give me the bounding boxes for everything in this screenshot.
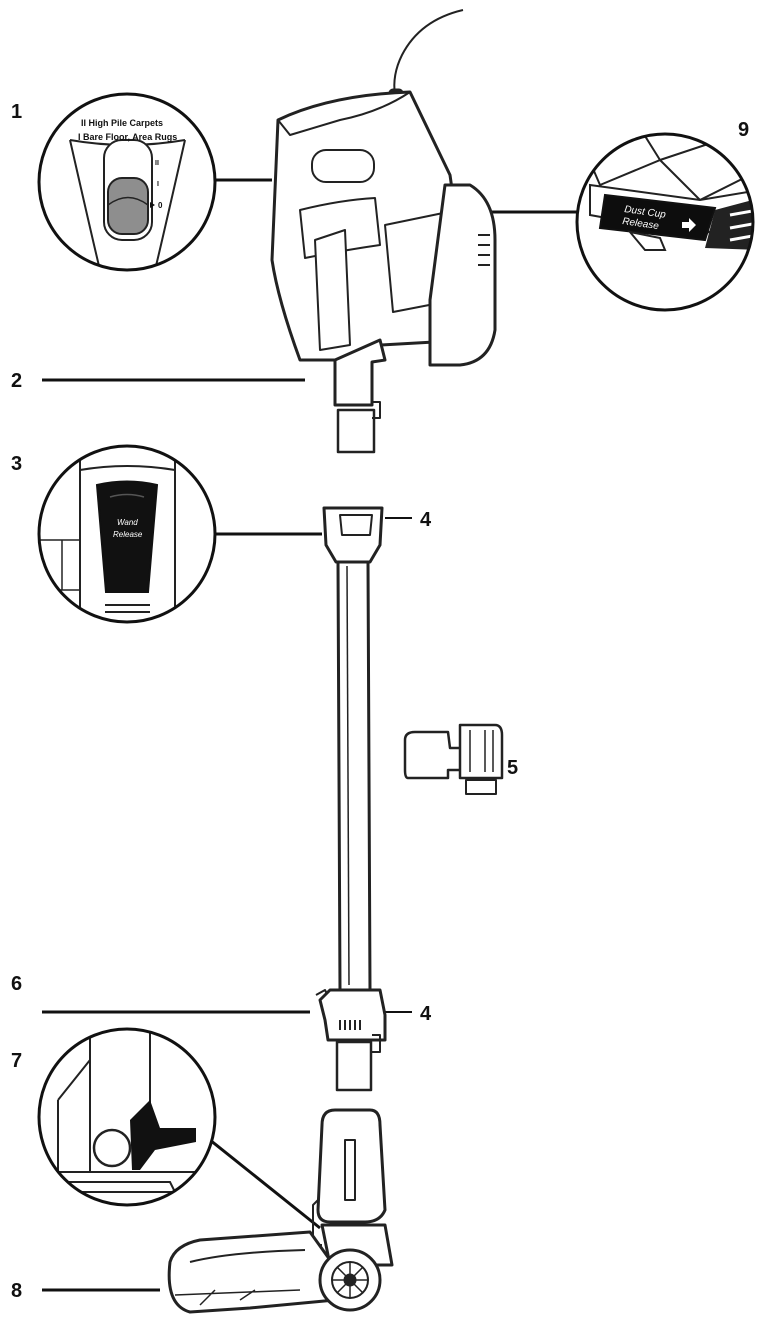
callout-4-bottom: 4 (420, 1003, 432, 1025)
callout-9: 9 (738, 119, 749, 141)
power-mark-low: I (157, 181, 159, 188)
handheld-vacuum-body (270, 9, 497, 454)
callout-3: 3 (11, 453, 22, 475)
callout-1: 1 (11, 101, 22, 123)
dust-cup-label-line2: Release (622, 216, 660, 232)
swivel-lock-lever (130, 1100, 196, 1170)
power-mark-high: II (155, 160, 159, 167)
leader-7 (209, 1138, 321, 1230)
extension-wand (315, 506, 387, 1092)
wand-release-label-line1: Wand (117, 518, 138, 527)
callout-2: 2 (11, 370, 22, 392)
callout-numbers: 1 2 3 4 5 6 4 7 8 9 (11, 101, 749, 1302)
callout-5: 5 (507, 757, 518, 779)
attachment-tool (403, 723, 504, 795)
detail-power-switch: II High Pile Carpets I Bare Floor, Area … (37, 92, 217, 272)
power-mark-off: 0 (158, 201, 163, 210)
detail-floor-nozzle-neck (37, 1027, 217, 1207)
wand-release-button (95, 480, 159, 593)
power-pointer-icon (150, 202, 155, 208)
callout-4-top: 4 (420, 509, 432, 531)
dust-cup-arrow-icon (682, 218, 696, 232)
power-switch-slider (107, 177, 149, 235)
detail-wand-release: Wand Release (37, 444, 217, 624)
power-cord (393, 9, 464, 96)
floor-nozzle (167, 1108, 394, 1314)
callout-6: 6 (11, 973, 22, 995)
power-label-high-pile: II High Pile Carpets (81, 118, 163, 128)
callout-7: 7 (11, 1050, 22, 1072)
callout-8: 8 (11, 1280, 22, 1302)
detail-dust-cup-release: Dust Cup Release (575, 132, 755, 312)
wand-release-label-line2: Release (113, 530, 143, 539)
dust-cup (428, 183, 497, 367)
power-label-bare-floor: I Bare Floor, Area Rugs (78, 132, 177, 142)
leader-lines-thin (385, 517, 412, 1013)
dust-cup-release-button (598, 193, 717, 242)
